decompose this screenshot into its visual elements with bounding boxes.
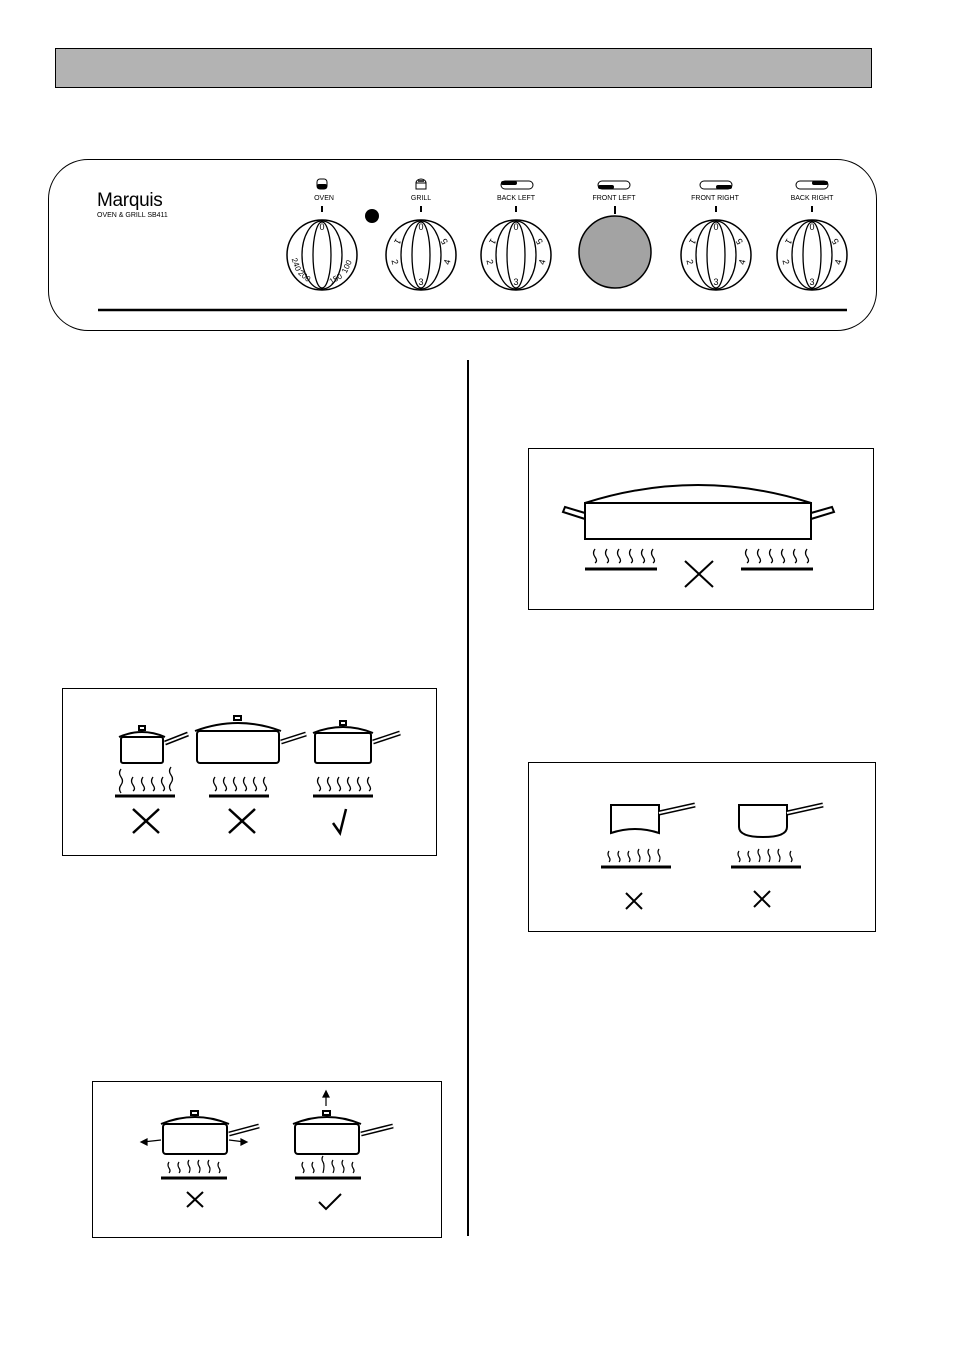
oblong-pan-diagram xyxy=(528,448,874,610)
knob-zero-mark: 0 xyxy=(319,222,324,232)
front-left-knob xyxy=(579,216,651,288)
hob-back-right-icon xyxy=(796,181,828,189)
knob-scale-label: 3 xyxy=(418,277,423,287)
knob-zero-mark: 0 xyxy=(513,222,518,232)
knob-scale-label: 3 xyxy=(713,277,718,287)
knob-zero-mark: 0 xyxy=(713,222,718,232)
knob-scale-label: 3 xyxy=(513,277,518,287)
column-divider xyxy=(467,360,469,1236)
oven-icon xyxy=(317,179,327,189)
grill-icon xyxy=(416,179,426,189)
indicator-light xyxy=(365,209,379,223)
knob-zero-mark: 0 xyxy=(809,222,814,232)
pan-size-diagram xyxy=(62,688,437,856)
hob-front-left-icon xyxy=(598,181,630,189)
pan-base-diagram xyxy=(528,762,876,932)
knob-zero-mark: 0 xyxy=(418,222,423,232)
hob-back-left-icon xyxy=(501,181,533,189)
hob-front-right-icon xyxy=(700,181,732,189)
knob-scale-label: 3 xyxy=(809,277,814,287)
pan-lid-diagram xyxy=(92,1081,442,1238)
